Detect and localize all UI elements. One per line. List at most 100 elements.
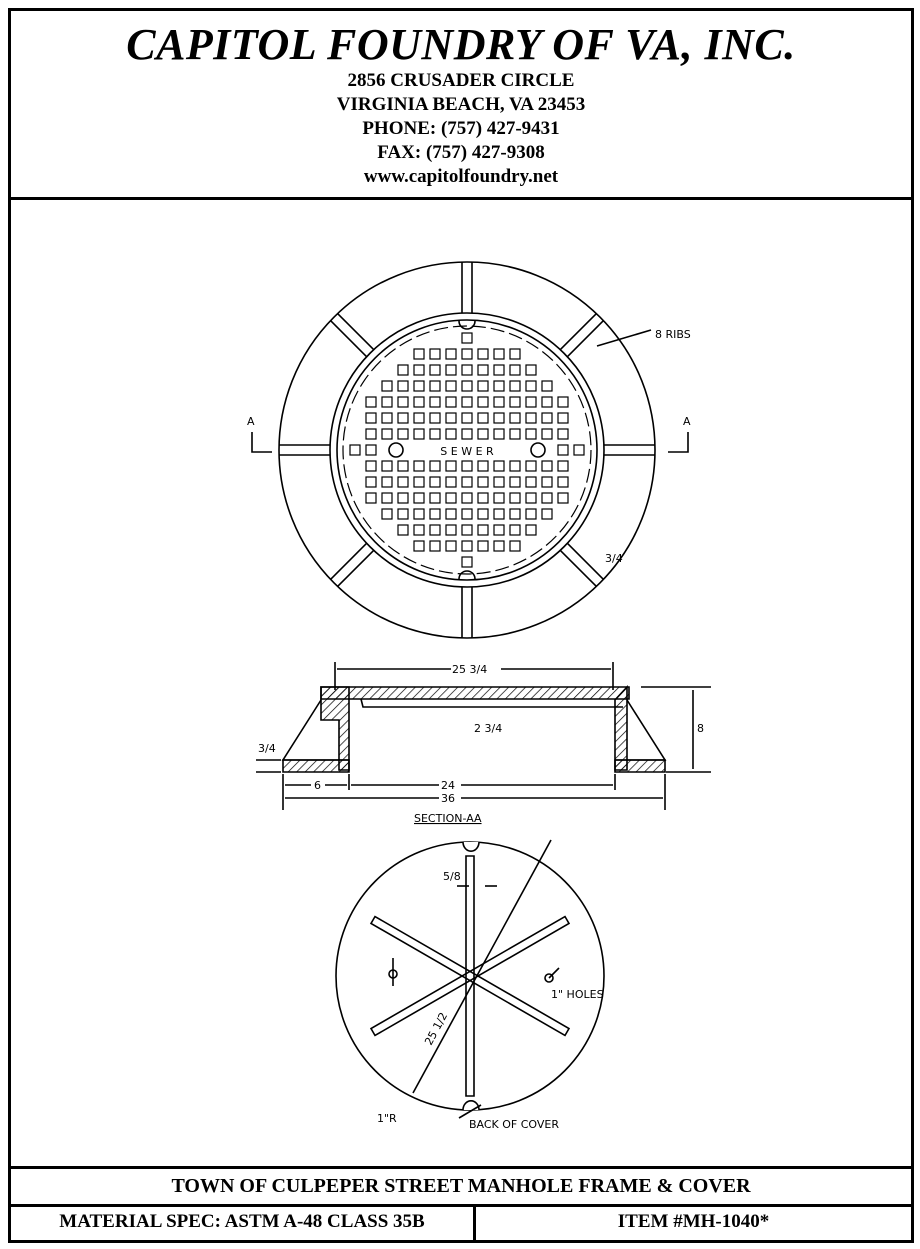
grid-square (493, 476, 505, 488)
grid-square (461, 332, 473, 344)
grid-square (397, 364, 409, 376)
grid-square (429, 492, 441, 504)
dim-top: 25 3/4 (452, 663, 487, 676)
title-block: MATERIAL SPEC: ASTM A-48 CLASS 35B ITEM … (11, 1204, 911, 1240)
grid-square (397, 476, 409, 488)
grid-square (381, 396, 393, 408)
grid-square (573, 444, 585, 456)
grid-square (413, 428, 425, 440)
grid-square (461, 476, 473, 488)
grid-square (429, 396, 441, 408)
back-view: 1" HOLES 25 1/2 5/8 1"R BACK OF COVER (335, 839, 605, 1131)
grid-square (541, 476, 553, 488)
grid-square (477, 380, 489, 392)
grid-square (413, 396, 425, 408)
grid-square (525, 364, 537, 376)
grid-square (365, 460, 377, 472)
drawing-title: TOWN OF CULPEPER STREET MANHOLE FRAME & … (11, 1166, 911, 1207)
grid-square (397, 460, 409, 472)
grid-square (445, 364, 457, 376)
frame-rib (329, 320, 368, 358)
grid-square (365, 476, 377, 488)
grid-square (477, 476, 489, 488)
grid-square (461, 396, 473, 408)
grid-square (381, 428, 393, 440)
grid-square (381, 492, 393, 504)
grid-square (413, 460, 425, 472)
phone: PHONE: (757) 427-9431 (362, 118, 560, 139)
website: www.capitolfoundry.net (363, 166, 559, 187)
grid-square (365, 428, 377, 440)
grid-square (429, 364, 441, 376)
grid-square (461, 412, 473, 424)
grid-square (413, 540, 425, 552)
radius-label: 1"R (377, 1112, 397, 1125)
grid-square (477, 524, 489, 536)
grid-square (509, 524, 521, 536)
grid-square (509, 380, 521, 392)
grid-square (397, 492, 409, 504)
grid-square (493, 428, 505, 440)
grid-square (365, 412, 377, 424)
holes-label: 1" HOLES (551, 988, 604, 1001)
grid-square (365, 492, 377, 504)
grid-square (541, 380, 553, 392)
grid-square (365, 396, 377, 408)
grid-square (413, 492, 425, 504)
grid-square (413, 364, 425, 376)
grid-square (477, 460, 489, 472)
rib-width-label: 3/4 (605, 552, 623, 565)
grid-square (397, 396, 409, 408)
grid-square (541, 396, 553, 408)
grid-square (445, 508, 457, 520)
top-view: S E W E R A A 8 RIBS 3/4 (247, 261, 691, 639)
frame-rib (559, 549, 597, 588)
grid-square (413, 476, 425, 488)
technical-drawing: S E W E R A A 8 RIBS 3/4 25 3/4 (11, 200, 911, 1166)
grid-square (493, 364, 505, 376)
grid-square (429, 428, 441, 440)
grid-square (445, 380, 457, 392)
grid-square (525, 524, 537, 536)
cover-rib (369, 915, 473, 981)
grid-square (557, 396, 569, 408)
grid-square (493, 348, 505, 360)
grid-square (493, 524, 505, 536)
grid-square (509, 412, 521, 424)
pick-hole-left (388, 442, 404, 458)
grid-square (413, 524, 425, 536)
cover-rib (465, 976, 475, 1097)
grid-square (493, 492, 505, 504)
grid-square (365, 444, 377, 456)
grid-square (493, 508, 505, 520)
grid-square (445, 348, 457, 360)
grid-square (557, 444, 569, 456)
grid-square (541, 492, 553, 504)
grid-square (541, 428, 553, 440)
document-frame: CAPITOL FOUNDRY OF VA, INC. 2856 CRUSADE… (8, 8, 914, 1243)
address-line-1: 2856 CRUSADER CIRCLE (347, 70, 575, 91)
section-view: 25 3/4 2 3/4 8 3/4 (256, 662, 711, 825)
grid-square (349, 444, 361, 456)
grid-square (461, 380, 473, 392)
material-spec: MATERIAL SPEC: ASTM A-48 CLASS 35B (11, 1204, 476, 1240)
grid-square (541, 508, 553, 520)
company-header: CAPITOL FOUNDRY OF VA, INC. 2856 CRUSADE… (11, 11, 911, 200)
grid-square (413, 348, 425, 360)
section-mark-right: A (683, 415, 691, 428)
grid-square (397, 412, 409, 424)
cover-rib (467, 915, 571, 981)
grid-square (525, 396, 537, 408)
dim-height: 8 (697, 722, 704, 735)
address-line-2: VIRGINIA BEACH, VA 23453 (336, 94, 586, 115)
grid-square (381, 476, 393, 488)
grid-square (493, 380, 505, 392)
section-mark-left: A (247, 415, 255, 428)
grid-square (541, 412, 553, 424)
grid-square (381, 380, 393, 392)
grid-square (509, 348, 521, 360)
grid-square (445, 428, 457, 440)
dim-6: 6 (314, 779, 321, 792)
grid-square (557, 476, 569, 488)
grid-square (509, 476, 521, 488)
